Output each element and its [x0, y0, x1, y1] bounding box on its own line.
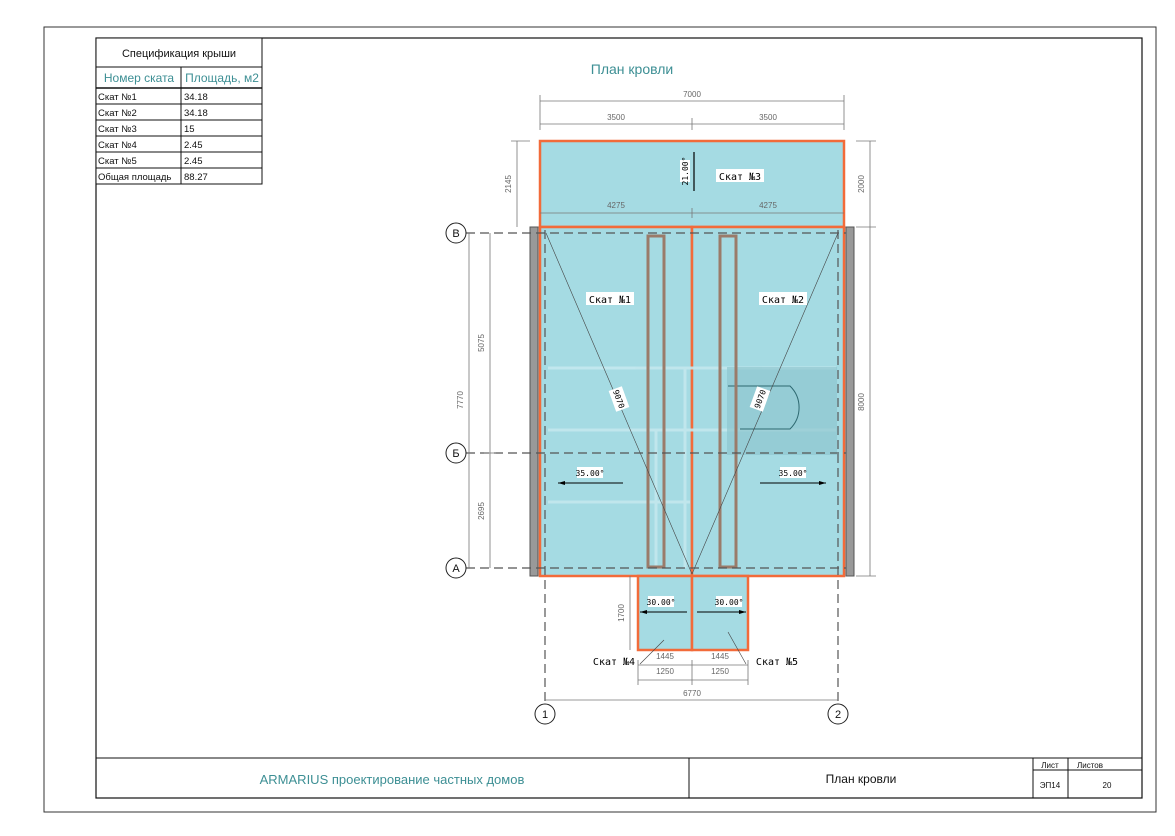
- dim-text: 4275: [607, 201, 625, 210]
- slope-angle-2: 35.00°: [779, 469, 808, 478]
- spec-cell: Скат №1: [98, 92, 137, 103]
- spec-header-area: Площадь, м2: [185, 71, 259, 85]
- dim-text: 3500: [607, 113, 625, 122]
- dim-text: 7000: [683, 90, 701, 99]
- title-block: ARMARIUS проектирование частных домов Пл…: [96, 757, 1142, 798]
- slope-label-4: Скат №4: [593, 657, 635, 668]
- slope-angle-1: 35.00°: [576, 469, 605, 478]
- spec-cell: Скат №2: [98, 108, 137, 119]
- roof-plan: 9070 9070: [529, 139, 855, 665]
- slope-labels: Скат №1 Скат №2 Скат №3 Скат №4 Скат №5 …: [558, 152, 826, 668]
- dim-text: 1445: [711, 652, 729, 661]
- spec-header-number: Номер ската: [104, 71, 175, 85]
- sheet-name: План кровли: [826, 772, 897, 786]
- axis-label-1: 1: [542, 709, 548, 721]
- sheet-value: ЭП14: [1040, 781, 1061, 790]
- spec-cell: 2.45: [184, 140, 203, 151]
- sheet-label: Лист: [1041, 761, 1059, 770]
- slope-label-1: Скат №1: [589, 295, 631, 306]
- dim-text: 3500: [759, 113, 777, 122]
- spec-cell: Скат №3: [98, 124, 137, 135]
- spec-cell: 88.27: [184, 172, 208, 183]
- dim-text: 1445: [656, 652, 674, 661]
- grid-axes: В Б А 1 2: [445, 222, 849, 725]
- spec-cell: 34.18: [184, 108, 208, 119]
- axis-label-b: Б: [452, 448, 459, 460]
- spec-cell: 34.18: [184, 92, 208, 103]
- outer-border: [43, 26, 1157, 813]
- dim-text: 1700: [617, 604, 626, 622]
- dim-text: 1250: [656, 667, 674, 676]
- spec-table-title: Спецификация крыши: [122, 48, 236, 60]
- stair: [727, 367, 837, 455]
- stair-arrow: [728, 385, 800, 430]
- chimney-right: [718, 234, 738, 569]
- axis-label-a: А: [452, 563, 460, 575]
- dim-text: 7770: [456, 391, 465, 409]
- slope-label-3: Скат №3: [719, 172, 761, 183]
- dim-text: 2000: [857, 175, 866, 193]
- slope-5: [690, 574, 750, 652]
- dim-text: 6770: [683, 689, 701, 698]
- spec-cell: Скат №5: [98, 156, 137, 167]
- slope-label-5: Скат №5: [756, 657, 798, 668]
- dim-text: 8000: [857, 393, 866, 411]
- spec-cell: 15: [184, 124, 195, 135]
- dimensions: 7000 3500 3500 4275 4275 2145 5075 2695 …: [456, 90, 876, 701]
- spec-cell: Общая площадь: [98, 172, 171, 183]
- dim-text: 2695: [477, 502, 486, 520]
- spec-cell: 2.45: [184, 156, 203, 167]
- slope-angle-3: 21.00°: [681, 157, 690, 186]
- wall-left: [529, 226, 539, 577]
- slope-angle-4: 30.00°: [647, 598, 676, 607]
- spec-cell: Скат №4: [98, 140, 137, 151]
- drawing-title: План кровли: [591, 61, 673, 77]
- axis-label-2: 2: [835, 709, 841, 721]
- dim-text: 2145: [504, 175, 513, 193]
- company-name: ARMARIUS проектирование частных домов: [260, 772, 525, 787]
- axis-label-v: В: [452, 228, 459, 240]
- dim-text: 1250: [711, 667, 729, 676]
- wall-right: [845, 226, 855, 577]
- dim-text: 4275: [759, 201, 777, 210]
- slope-label-2: Скат №2: [762, 295, 804, 306]
- inner-frame: [95, 37, 1143, 799]
- sheets-value: 20: [1103, 781, 1112, 790]
- spec-table: Спецификация крыши Номер ската Площадь, …: [95, 37, 263, 185]
- chimney-left: [646, 234, 666, 569]
- slope-angle-5: 30.00°: [715, 598, 744, 607]
- dim-text: 5075: [477, 334, 486, 352]
- sheets-label: Листов: [1077, 761, 1103, 770]
